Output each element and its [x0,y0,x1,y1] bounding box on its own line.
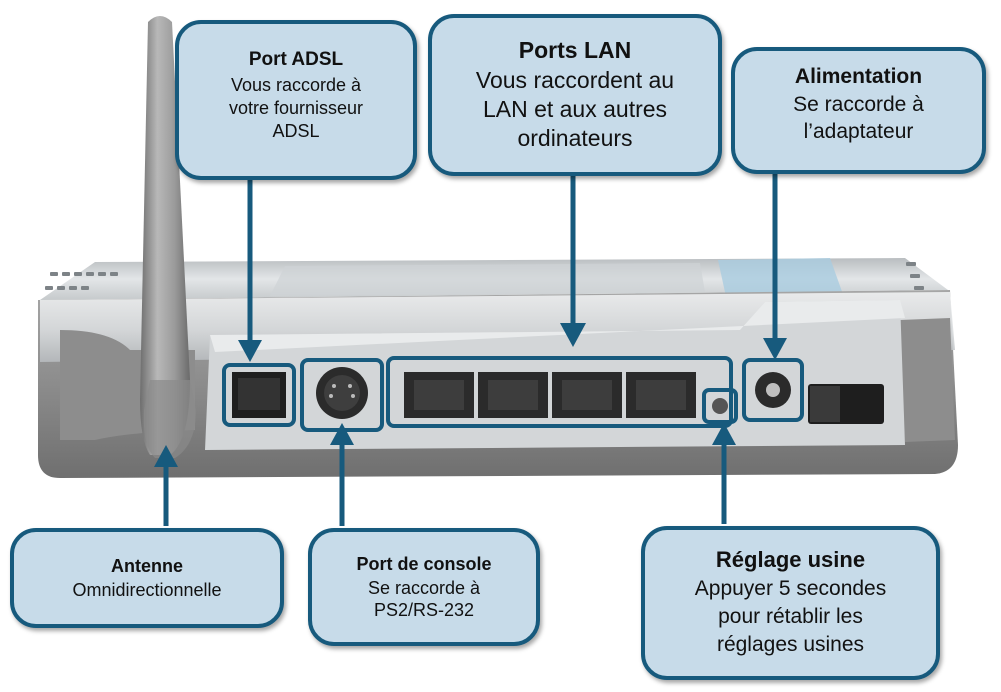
power-jack [742,358,804,422]
callout-reset-title: Réglage usine [715,547,866,572]
callout-antenna-title: Antenne [111,555,183,576]
callout-lan-ports: Ports LAN Vous raccordent au LAN et aux … [428,14,722,176]
callout-console-line: PS2/RS-232 [373,599,475,620]
antenna [140,16,196,458]
reset-button [702,388,738,424]
callout-adsl-port: Port ADSL Vous raccorde à votre fourniss… [175,20,417,180]
callout-antenna: Antenne Omnidirectionnelle [10,528,284,628]
callout-power-line: Se raccorde à [793,93,924,116]
callout-reset-line: pour rétablir les [718,605,863,628]
adsl-port [222,363,296,427]
callout-power: Alimentation Se raccorde à l’adaptateur [731,47,986,174]
callout-adsl-title: Port ADSL [248,49,344,70]
callout-lan-line: Vous raccordent au [475,67,675,93]
callout-factory-reset: Réglage usine Appuyer 5 secondes pour ré… [641,526,940,680]
power-switch [808,384,884,424]
callout-lan-line: LAN et aux autres [482,96,668,122]
callout-lan-title: Ports LAN [518,37,632,63]
callout-antenna-line: Omnidirectionnelle [72,579,222,600]
callout-reset-line: réglages usines [716,633,865,656]
lan-ports [386,356,733,428]
callout-power-title: Alimentation [794,65,923,88]
callout-console-port: Port de console Se raccorde à PS2/RS-232 [308,528,540,646]
callout-adsl-line: votre fournisseur [228,98,364,118]
arrows [154,172,787,526]
callout-console-title: Port de console [356,553,492,574]
console-port [300,358,384,432]
callout-lan-line: ordinateurs [517,125,633,151]
callout-reset-line: Appuyer 5 secondes [694,577,887,600]
callout-adsl-line: ADSL [272,121,320,141]
callout-power-line: l’adaptateur [803,120,914,143]
callout-console-line: Se raccorde à [367,577,481,598]
callout-adsl-line: Vous raccorde à [230,75,362,95]
vent-slots-left [45,272,118,290]
